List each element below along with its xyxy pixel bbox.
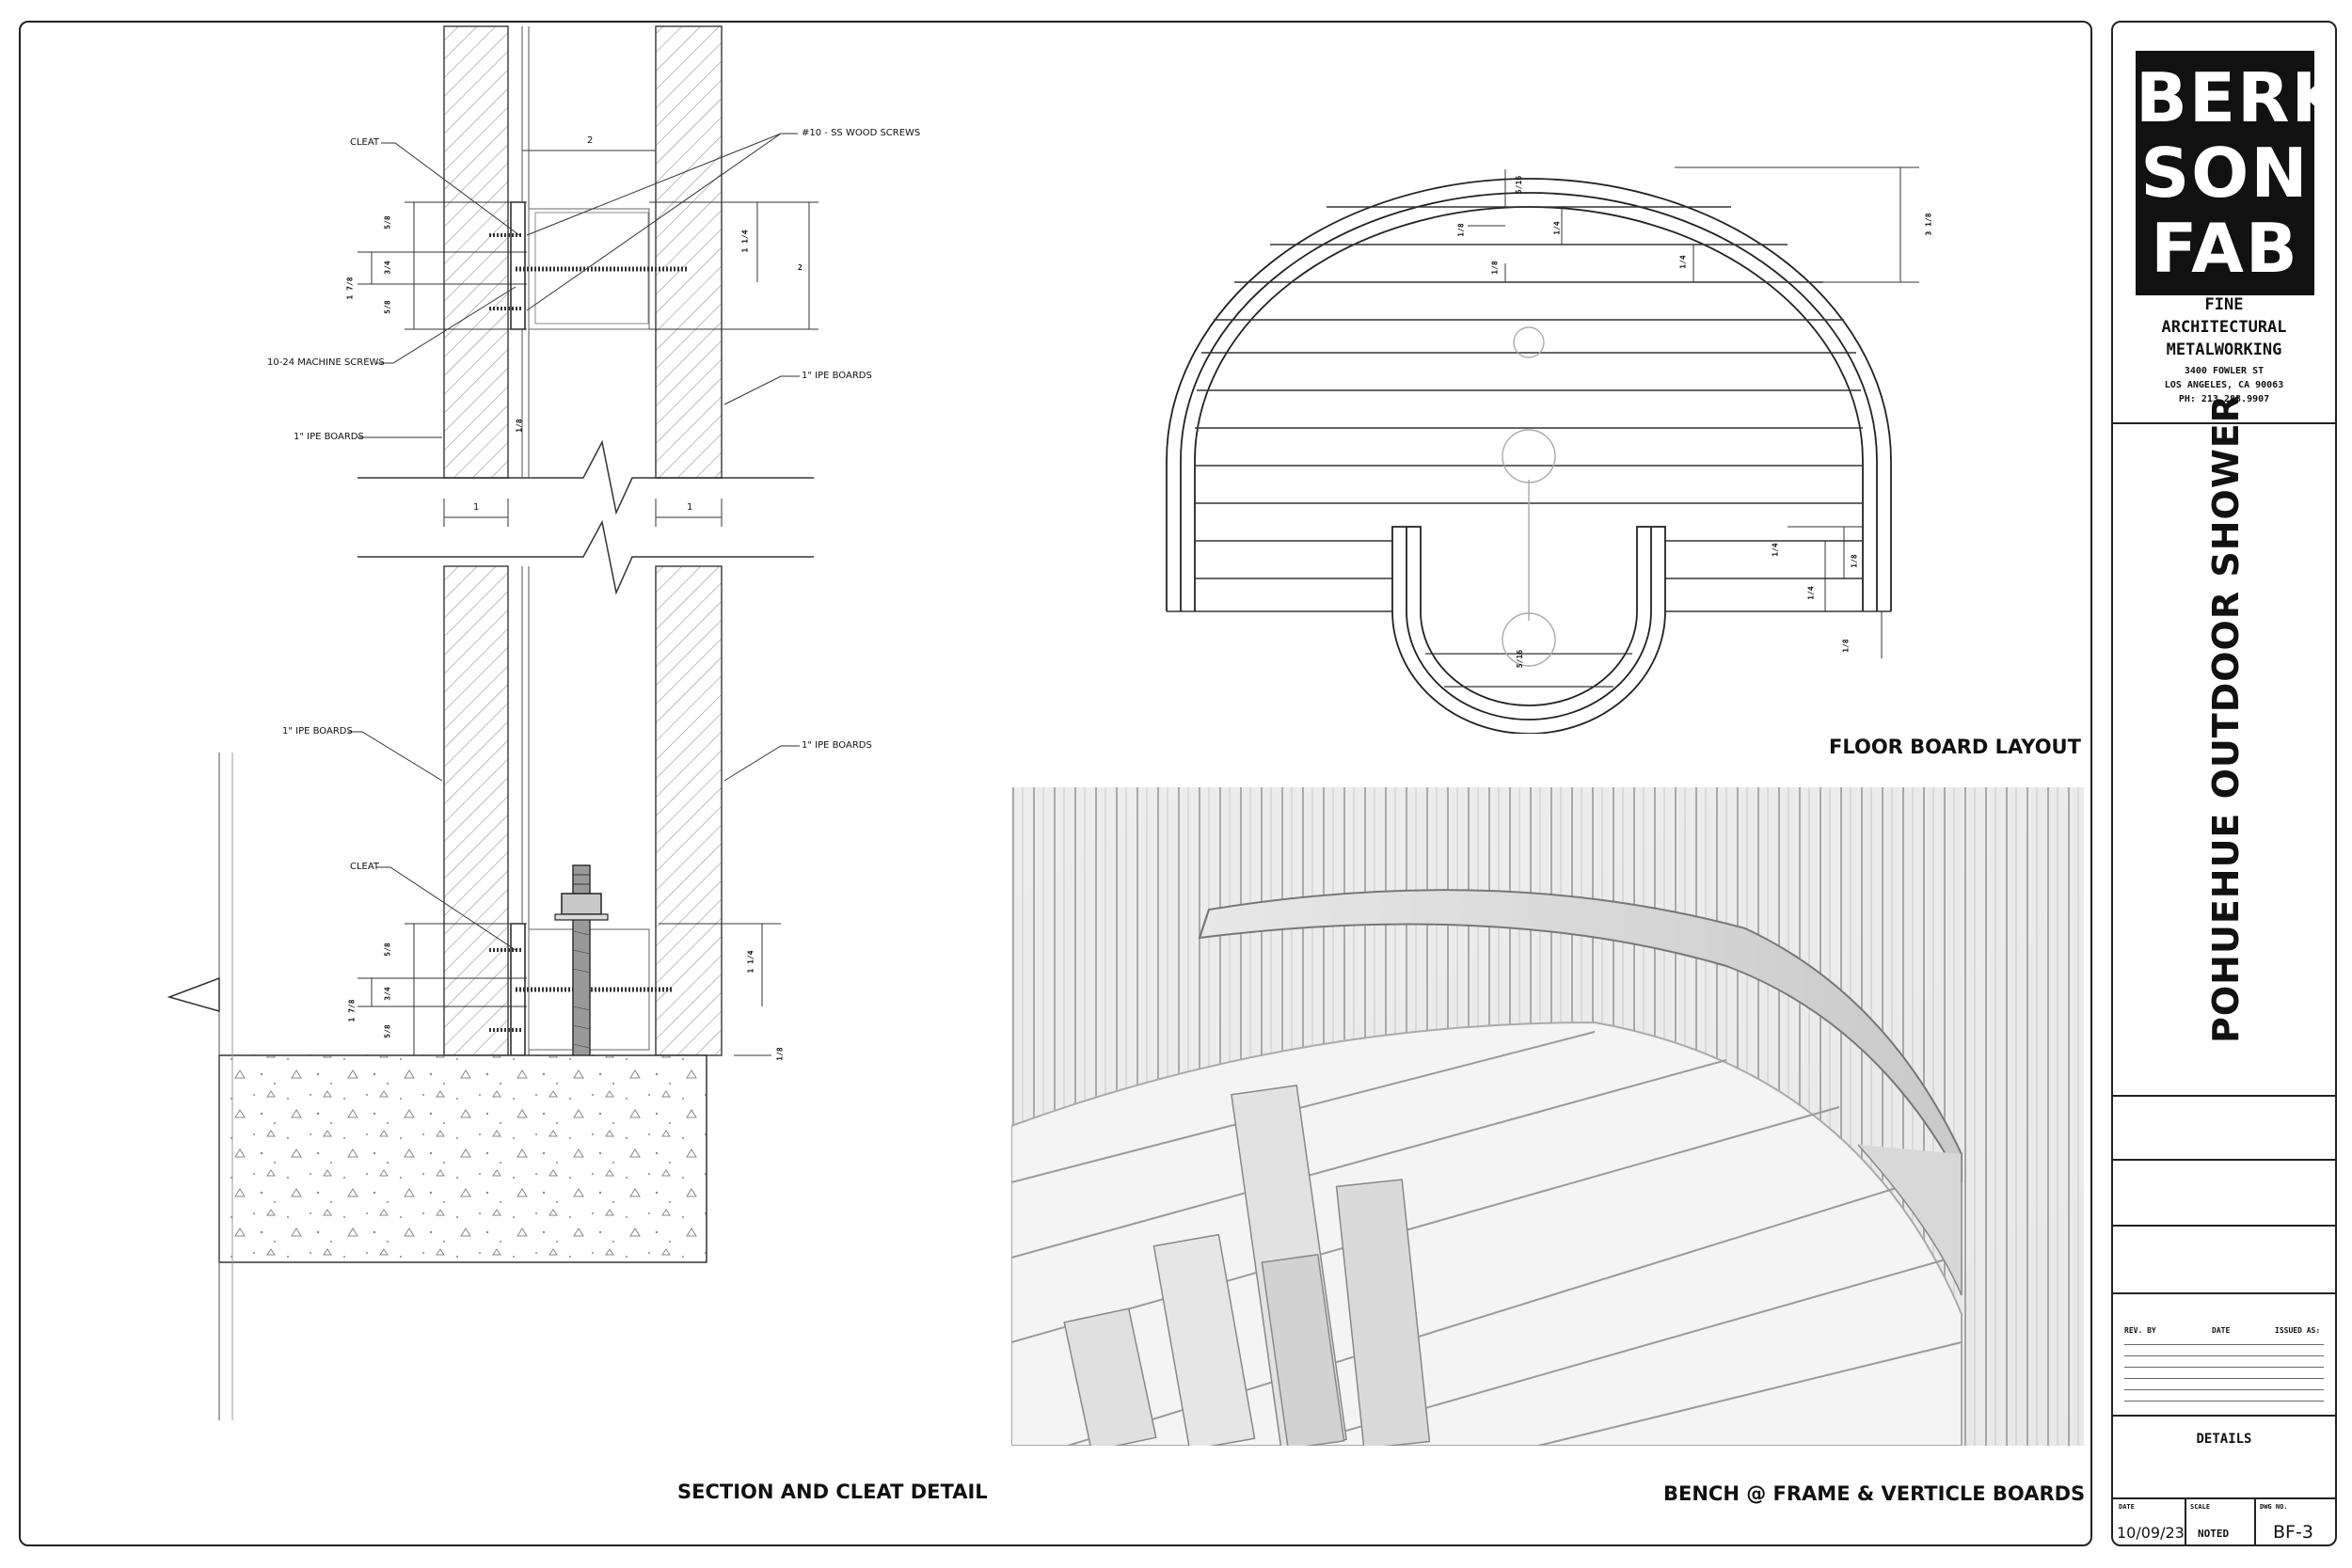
dim-18b: 1/8 (775, 1047, 785, 1061)
dwg-value: BF-3 (2273, 1522, 2313, 1543)
project-title: POHUEHUE OUTDOOR SHOWER (2205, 394, 2247, 1043)
dim-58b: 5/8 (383, 300, 392, 314)
lower-boards (443, 565, 723, 1056)
label-cleat-bottom: CLEAT (350, 862, 380, 872)
revision-lines (2124, 1344, 2324, 1412)
floor-dim-f1: 5/16 (1515, 175, 1524, 195)
scale-value: NOTED (2198, 1528, 2230, 1540)
firm-address-1: 3400 FOWLER ST (2184, 366, 2265, 376)
floor-dim-f8: 1/8 (1850, 554, 1859, 568)
label-ipe-right-top: 1" IPE BOARDS (802, 371, 872, 381)
label-machine-screws: 10-24 MACHINE SCREWS (267, 357, 385, 368)
dim-114b: 1 1/4 (746, 950, 755, 974)
issued-label: ISSUED AS: (2275, 1326, 2321, 1335)
dim-1-78b: 1 7/8 (347, 999, 357, 1022)
date-value: 10/09/23 (2117, 1524, 2185, 1542)
dim-34a: 3/4 (383, 261, 392, 275)
firm-logo: BERK SON FAB (2136, 51, 2337, 295)
floor-dim-f6: 3 1/8 (1924, 213, 1933, 236)
dim-board-left: 1 (473, 502, 480, 513)
firm-line-2: ARCHITECTURAL (2161, 318, 2287, 337)
firm-line-1: FINE (2204, 295, 2244, 314)
floor-dim-f4: 1/8 (1490, 261, 1500, 275)
floor-board-layout (1166, 166, 1919, 734)
sheet-label: DETAILS (2196, 1432, 2252, 1447)
label-ipe-left-mid: 1" IPE BOARDS (282, 726, 353, 736)
dimension-lines (358, 150, 818, 1056)
floor-dim-f9: 1/4 (1806, 586, 1816, 600)
dim-18: 1/8 (515, 419, 524, 433)
label-ipe-left-top: 1" IPE BOARDS (294, 432, 364, 442)
dim-gap-top: 2 (587, 135, 594, 146)
leader-lines (348, 133, 800, 951)
firm-address-2: LOS ANGELES, CA 90063 (2164, 380, 2284, 390)
logo-line-1: BERK (2136, 58, 2337, 137)
logo-line-2: SON (2140, 134, 2310, 213)
dim-2: 2 (798, 263, 803, 272)
dim-58a: 5/8 (383, 215, 392, 230)
dwg-label: DWG NO. (2260, 1503, 2288, 1511)
floor-dim-f3: 1/4 (1552, 221, 1562, 235)
title-block: BERK SON FAB FINE ARCHITECTURAL METALWOR… (2111, 21, 2337, 1546)
floor-dim-f7: 1/4 (1771, 543, 1780, 557)
date-col-label: DATE (2212, 1326, 2231, 1335)
label-cleat-top: CLEAT (350, 137, 380, 148)
date-label: DATE (2119, 1503, 2135, 1511)
concrete-slab (167, 752, 707, 1420)
floor-dim-f2: 1/8 (1456, 223, 1466, 237)
drawing-sheet (19, 21, 2092, 1546)
dim-114: 1 1/4 (740, 230, 750, 253)
dim-58c: 5/8 (383, 942, 392, 957)
dim-board-right: 1 (687, 502, 693, 513)
dim-1-78: 1 7/8 (345, 277, 355, 300)
firm-line-3: METALWORKING (2166, 341, 2282, 359)
break-line (358, 439, 814, 595)
bench-rendering (1011, 787, 2084, 1446)
rev-by-label: REV. BY (2124, 1326, 2156, 1335)
scale-label: SCALE (2190, 1503, 2211, 1511)
floor-caption: FLOOR BOARD LAYOUT (1829, 736, 2081, 758)
label-ipe-right-mid: 1" IPE BOARDS (802, 740, 872, 751)
dim-58d: 5/8 (383, 1024, 392, 1038)
render-caption: BENCH @ FRAME & VERTICLE BOARDS (1663, 1482, 2086, 1505)
floor-dim-f10: 1/8 (1841, 639, 1851, 653)
floor-dim-f5: 1/4 (1678, 255, 1688, 269)
upper-boards (443, 25, 723, 479)
section-cleat-detail (167, 25, 818, 1420)
logo-line-3: FAB (2151, 209, 2299, 288)
section-caption: SECTION AND CLEAT DETAIL (677, 1481, 988, 1503)
floor-dim-f11: 5/16 (1516, 649, 1525, 669)
dim-34b: 3/4 (383, 987, 392, 1001)
label-wood-screws: #10 - SS WOOD SCREWS (802, 128, 921, 138)
firm-phone: PH: 213.283.9907 (2178, 394, 2270, 404)
